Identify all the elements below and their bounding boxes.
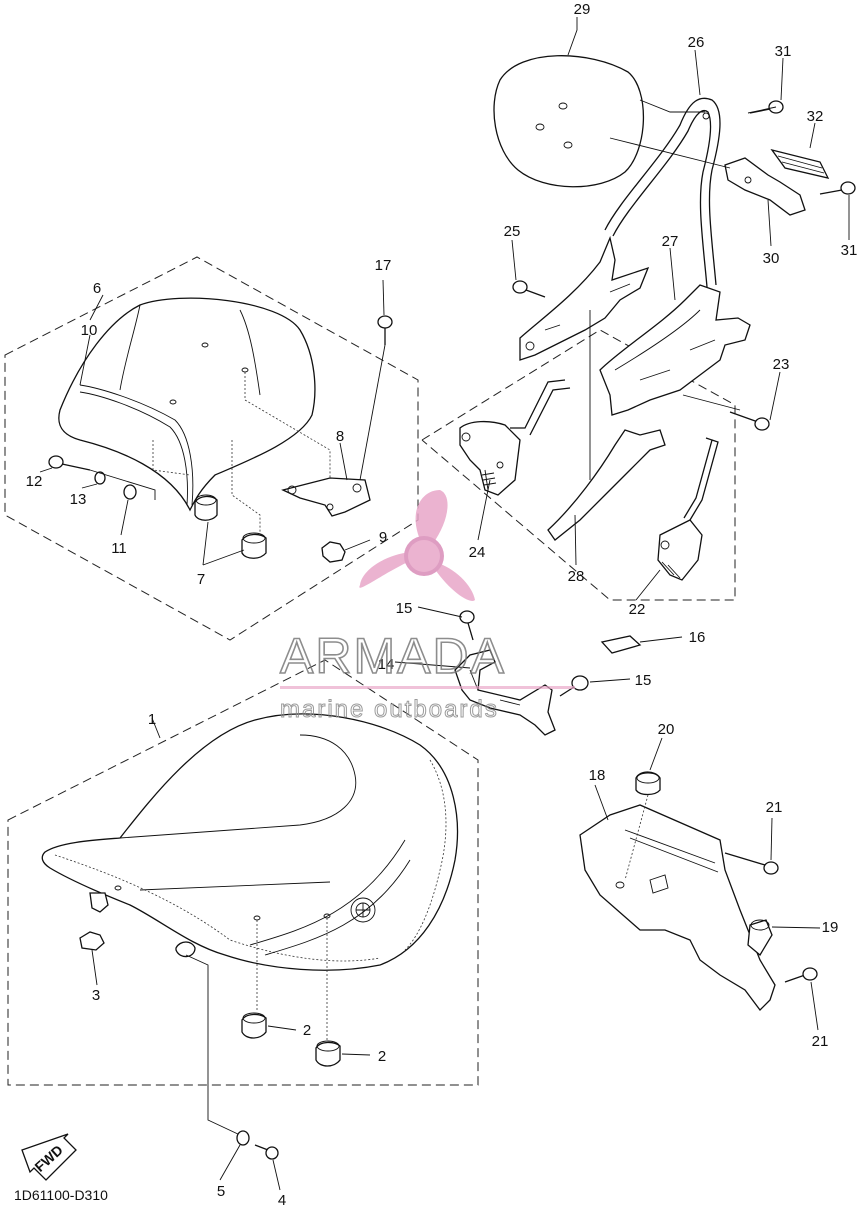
callout-25: 25: [504, 223, 521, 240]
callout-4: 4: [278, 1192, 286, 1206]
latch-24: [459, 379, 571, 496]
watermark-brand: ARMADA: [280, 628, 506, 684]
callout-16: 16: [689, 629, 706, 646]
callout-1: 1: [148, 711, 156, 728]
callout-5: 5: [217, 1183, 225, 1200]
bolt-17: [359, 315, 393, 481]
callout-17: 17: [375, 257, 392, 274]
watermark-tagline: marine outboards: [280, 696, 499, 723]
callout-32: 32: [807, 108, 824, 125]
bracket-group-box: [421, 329, 736, 601]
damper-7b: [241, 532, 267, 559]
callout-29: 29: [574, 1, 591, 18]
callout-18: 18: [589, 767, 606, 784]
diagram-code: 1D61100-D310: [14, 1187, 108, 1203]
trim-cover-32: [770, 148, 830, 179]
pad-16: [600, 635, 642, 654]
callout-30: 30: [763, 250, 780, 267]
callout-21: 21: [766, 799, 783, 816]
callout-8: 8: [336, 428, 344, 445]
callout-15: 15: [635, 672, 652, 689]
grommet-20: [635, 771, 661, 796]
callout-31: 31: [775, 43, 792, 60]
bolt-21-lower: [784, 967, 818, 983]
callout-7: 7: [197, 571, 205, 588]
callout-21: 21: [812, 1033, 829, 1050]
damper-3: [79, 931, 105, 951]
callout-28: 28: [568, 568, 585, 585]
rear-seat-6: [58, 297, 331, 512]
callout-15: 15: [396, 600, 413, 617]
callout-2: 2: [378, 1048, 386, 1065]
nut-9: [321, 541, 346, 563]
armada-watermark: ARMADA marine outboards: [279, 490, 575, 724]
bolt-12: [48, 455, 91, 471]
callout-13: 13: [70, 491, 87, 508]
latch-22: [657, 437, 719, 581]
callout-9: 9: [379, 529, 387, 546]
washer-11: [123, 484, 137, 500]
callout-14: 14: [378, 656, 395, 673]
callout-19: 19: [822, 919, 839, 936]
callout-22: 22: [629, 601, 646, 618]
bolt-4: [254, 1144, 279, 1160]
fastener-19: [747, 919, 773, 956]
bolt-31-bottom: [819, 181, 856, 195]
backrest-pad: [493, 55, 645, 188]
callout-20: 20: [658, 721, 675, 738]
bolt-21-upper: [724, 852, 779, 875]
callout-26: 26: [688, 34, 705, 51]
strap-28: [547, 429, 666, 541]
washer-13: [94, 471, 106, 485]
callout-10: 10: [81, 322, 98, 339]
washer-5: [236, 1130, 250, 1146]
callout-11: 11: [111, 540, 127, 557]
callout-31: 31: [841, 242, 858, 259]
bolt-23: [729, 411, 770, 431]
side-plate-right: [599, 284, 751, 416]
callout-23: 23: [773, 356, 790, 373]
bolt-25: [512, 280, 546, 298]
bracket-30: [724, 157, 806, 216]
side-plate-left: [519, 235, 650, 361]
front-seat-1: [41, 713, 459, 971]
propeller-logo-icon: [359, 490, 475, 601]
damper-2b: [315, 1040, 341, 1067]
callout-27: 27: [662, 233, 679, 250]
front-seat-group-box: [7, 659, 479, 1086]
callout-3: 3: [92, 987, 100, 1004]
callout-6: 6: [93, 280, 101, 297]
side-cover-18: [579, 804, 776, 1011]
fwd-arrow-icon: FWD: [21, 1133, 77, 1181]
callout-2: 2: [303, 1022, 311, 1039]
backrest-frame: [604, 97, 721, 288]
callout-24: 24: [469, 544, 486, 561]
callout-12: 12: [26, 473, 43, 490]
damper-7a: [194, 494, 218, 521]
damper-2a: [241, 1012, 267, 1039]
bracket-8: [281, 477, 371, 517]
